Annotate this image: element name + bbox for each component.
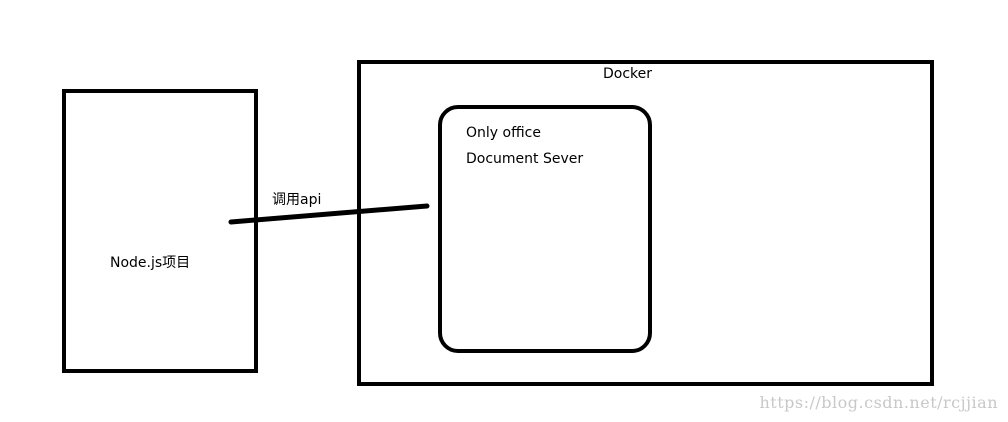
watermark-url: https://blog.csdn.net/rcjjian	[759, 393, 998, 412]
onlyoffice-label-line2: Document Sever	[466, 151, 584, 167]
nodejs-project-box	[62, 89, 258, 373]
onlyoffice-label-line1: Only office	[466, 125, 541, 141]
docker-label: Docker	[603, 66, 653, 82]
docker-container-box	[357, 60, 934, 386]
onlyoffice-server-box	[438, 105, 652, 353]
api-call-label: 调用api	[272, 192, 322, 208]
nodejs-project-label: Node.js项目	[110, 255, 191, 271]
api-call-line	[228, 203, 430, 225]
